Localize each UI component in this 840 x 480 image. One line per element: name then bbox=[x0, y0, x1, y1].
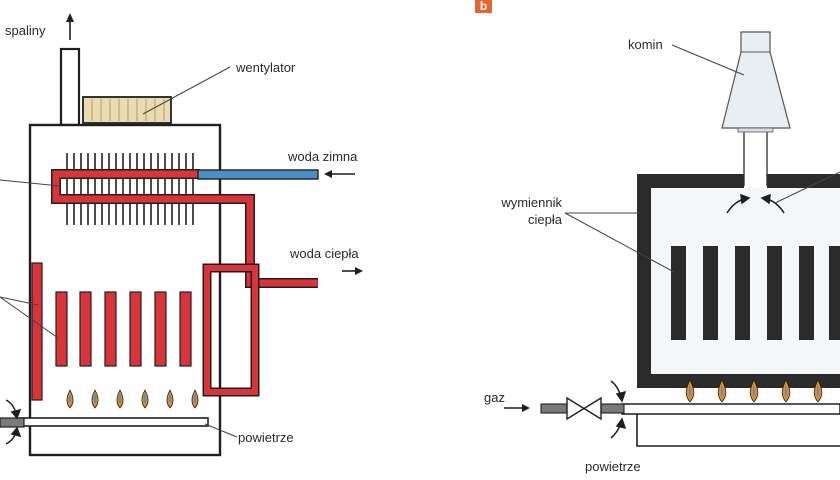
air-intake-arrows-a bbox=[5, 399, 22, 445]
exchanger-tubes bbox=[671, 246, 840, 340]
air-intake-arrows-b bbox=[610, 380, 627, 439]
label-woda-ciepla: woda ciepła bbox=[290, 246, 359, 261]
label-spaliny: spaliny bbox=[5, 23, 46, 38]
panel-a-boiler bbox=[0, 13, 363, 457]
hot-water-out-arrow-icon bbox=[342, 267, 363, 275]
flames-panel-a bbox=[66, 389, 199, 409]
boiler-base-b bbox=[636, 414, 840, 447]
gas-inlet-pipe bbox=[0, 417, 25, 428]
panel-b-badge-bg bbox=[475, 0, 492, 13]
exhaust-arrow-icon bbox=[66, 13, 74, 40]
burner-bar bbox=[19, 417, 209, 427]
label-woda-zimna: woda zimna bbox=[288, 149, 358, 164]
flue-stack bbox=[59, 47, 81, 127]
cold-water-in-arrow-icon bbox=[324, 170, 355, 178]
flames-panel-b bbox=[685, 379, 823, 403]
panel-b-badge: b bbox=[479, 0, 488, 13]
label-gaz: gaz bbox=[484, 390, 505, 405]
flue-gas-arrows bbox=[726, 193, 785, 214]
panel-b-boiler bbox=[475, 0, 840, 447]
side-heating-bar bbox=[31, 262, 43, 401]
chimney bbox=[721, 31, 791, 186]
label-ciepla: ciepła bbox=[528, 212, 562, 227]
leader-lines-a bbox=[0, 66, 238, 438]
hot-water-pipe bbox=[51, 169, 318, 288]
fan-unit bbox=[82, 96, 172, 124]
label-powietrze-a: powietrze bbox=[238, 430, 294, 445]
leader-lines-b bbox=[564, 44, 840, 273]
heat-exchanger-fins bbox=[66, 153, 194, 225]
label-komin: komin bbox=[628, 37, 663, 52]
burner-tubes bbox=[55, 291, 192, 367]
cold-water-pipe bbox=[197, 169, 319, 180]
label-wymiennik: wymiennik bbox=[501, 195, 562, 210]
gas-valve-icon bbox=[566, 396, 602, 421]
gas-in-arrow-icon bbox=[504, 404, 530, 412]
storage-tank bbox=[204, 265, 258, 395]
label-wentylator: wentylator bbox=[236, 60, 296, 75]
boiler-body bbox=[28, 123, 222, 457]
label-powietrze-b: powietrze bbox=[585, 459, 641, 474]
burner-bar-b bbox=[621, 403, 840, 415]
